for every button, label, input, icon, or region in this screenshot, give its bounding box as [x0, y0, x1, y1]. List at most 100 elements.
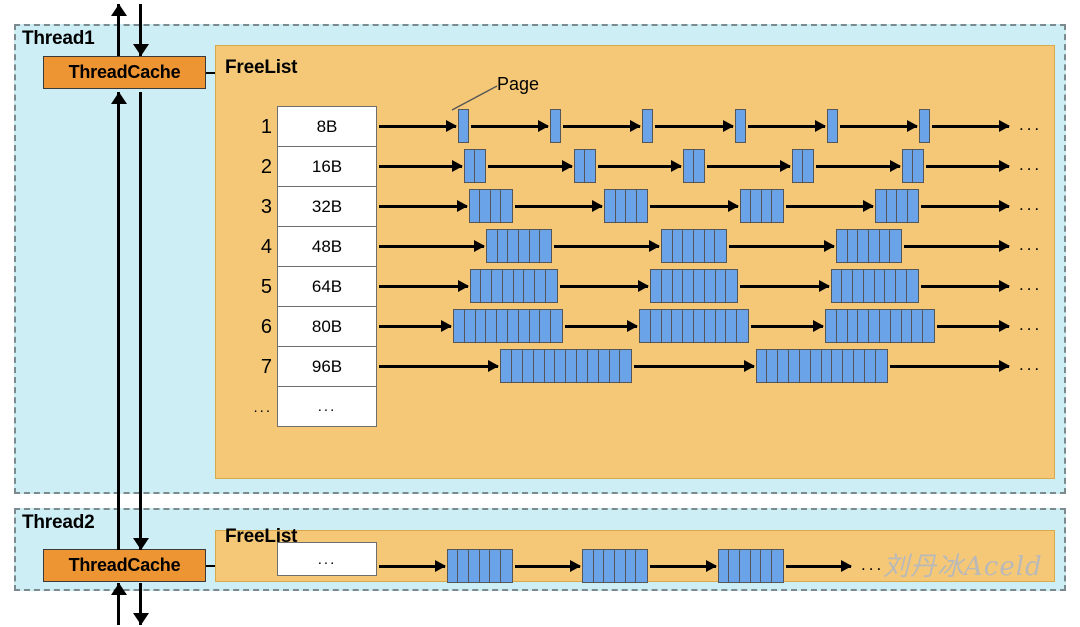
page-block — [890, 230, 901, 262]
page-block — [522, 350, 534, 382]
page-block — [480, 190, 491, 222]
page-block — [751, 190, 762, 222]
chain-arrow-icon — [379, 560, 445, 572]
page-block — [615, 190, 627, 222]
page-block — [620, 350, 632, 382]
size-class-value: 16B — [311, 156, 343, 176]
page-chain-row: ... — [377, 186, 1045, 226]
page-group — [642, 109, 654, 143]
page-block — [906, 270, 918, 302]
page-block — [876, 190, 887, 222]
size-class-index: 3 — [260, 195, 272, 218]
page-block — [490, 550, 501, 582]
page-block — [672, 230, 684, 262]
page-block — [858, 310, 870, 342]
page-chain-row: ... — [377, 146, 1045, 186]
page-block — [661, 270, 673, 302]
chain-arrow-icon — [634, 360, 755, 372]
chain-arrow-icon — [655, 120, 734, 132]
page-group — [739, 189, 784, 223]
page-block — [793, 150, 804, 182]
size-class-value: 80B — [311, 316, 343, 336]
page-block — [704, 230, 716, 262]
page-block — [694, 150, 704, 182]
page-block — [919, 110, 929, 142]
page-block — [501, 350, 513, 382]
page-block — [726, 310, 738, 342]
page-block — [715, 310, 727, 342]
page-block — [555, 350, 567, 382]
page-block — [843, 350, 855, 382]
page-group — [825, 309, 935, 343]
thread1-threadcache-box[interactable]: ThreadCache — [43, 56, 206, 89]
page-block — [583, 550, 594, 582]
page-block — [662, 230, 673, 262]
page-group — [639, 309, 749, 343]
page-chain-row: ... — [377, 546, 881, 586]
page-block — [694, 230, 705, 262]
page-block — [604, 550, 616, 582]
chain-ellipsis: ... — [1019, 234, 1043, 254]
chain-arrow-icon — [514, 200, 603, 212]
page-block — [836, 310, 848, 342]
chain-arrow-icon — [379, 320, 452, 332]
chain-ellipsis: ... — [1018, 154, 1043, 174]
page-block — [479, 550, 491, 582]
page-group — [464, 149, 487, 183]
page-block — [454, 310, 465, 342]
page-group — [486, 229, 552, 263]
chain-arrow-icon — [650, 560, 716, 572]
chain-ellipsis: ... — [861, 554, 885, 574]
page-block — [683, 310, 694, 342]
page-block — [574, 150, 585, 182]
page-block — [704, 310, 716, 342]
page-block — [740, 190, 752, 222]
page-block — [756, 350, 768, 382]
page-block — [761, 550, 772, 582]
page-block — [897, 190, 908, 222]
thread1-freelist-label: FreeList — [225, 57, 298, 78]
chain-arrow-icon — [931, 120, 1011, 132]
chain-arrow-icon — [379, 280, 468, 292]
page-block — [492, 270, 503, 302]
page-block — [761, 190, 773, 222]
page-group — [468, 189, 513, 223]
page-block — [470, 270, 482, 302]
chain-ellipsis: ... — [1019, 314, 1043, 334]
chain-arrow-icon — [379, 120, 458, 132]
page-block — [535, 270, 546, 302]
page-block — [447, 550, 459, 582]
page-group — [901, 149, 924, 183]
page-block — [529, 310, 541, 342]
page-block — [497, 310, 508, 342]
page-block — [672, 270, 684, 302]
page-block — [715, 270, 727, 302]
page-block — [847, 310, 859, 342]
page-block — [545, 270, 557, 302]
page-chain-row: ... — [377, 346, 1045, 386]
page-block — [500, 550, 512, 582]
page-block — [771, 550, 783, 582]
transfer-arrow-up-bottom — [109, 583, 127, 625]
chain-arrow-icon — [514, 560, 581, 572]
chain-arrow-icon — [937, 320, 1010, 332]
size-class-index: 5 — [260, 275, 272, 298]
page-block — [704, 270, 716, 302]
page-block — [513, 270, 525, 302]
page-group — [918, 109, 930, 143]
page-block — [615, 550, 626, 582]
size-class-index: 7 — [260, 355, 272, 378]
thread2-threadcache-box[interactable]: ThreadCache — [43, 549, 206, 582]
page-block — [465, 150, 476, 182]
page-block — [593, 550, 605, 582]
chain-arrow-icon — [785, 200, 874, 212]
chain-arrow-icon — [920, 280, 1010, 292]
page-block — [821, 350, 833, 382]
size-class-row: ...... — [253, 387, 376, 427]
page-block — [566, 350, 578, 382]
